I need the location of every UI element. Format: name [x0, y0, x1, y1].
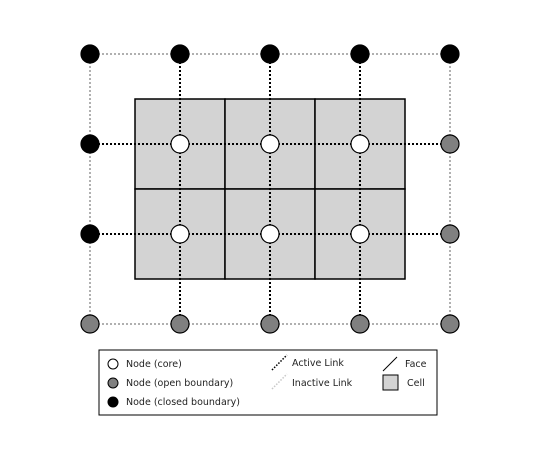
- legend-active-link-swatch: [271, 354, 288, 371]
- node-open: [80, 314, 100, 334]
- legend-active-link-label: Active Link: [292, 358, 344, 369]
- legend-core-node-swatch: [107, 358, 119, 370]
- node-closed: [80, 44, 100, 64]
- node-closed: [80, 134, 100, 154]
- nodes-layer: [80, 44, 460, 334]
- node-core: [260, 224, 280, 244]
- node-core: [170, 134, 190, 154]
- legend-box: [98, 349, 438, 416]
- legend-face-label: Face: [405, 359, 427, 370]
- legend: Node (core) Node (open boundary) Node (c…: [98, 349, 438, 416]
- node-core: [350, 134, 370, 154]
- legend-cell-label: Cell: [407, 378, 425, 389]
- node-core: [170, 224, 190, 244]
- node-closed: [440, 44, 460, 64]
- legend-face-swatch: [382, 356, 398, 372]
- node-closed: [170, 44, 190, 64]
- legend-core-node-label: Node (core): [126, 359, 182, 370]
- node-open: [440, 134, 460, 154]
- node-open: [260, 314, 280, 334]
- node-closed: [260, 44, 280, 64]
- legend-inactive-link-label: Inactive Link: [292, 378, 353, 389]
- legend-closed-node-swatch: [107, 396, 119, 408]
- links-layer: [89, 53, 451, 325]
- legend-inactive-link-swatch: [271, 373, 288, 390]
- legend-closed-node-label: Node (closed boundary): [126, 397, 240, 408]
- legend-open-node-label: Node (open boundary): [126, 378, 233, 389]
- node-core: [260, 134, 280, 154]
- node-open: [440, 224, 460, 244]
- node-open: [170, 314, 190, 334]
- node-closed: [350, 44, 370, 64]
- node-open: [440, 314, 460, 334]
- node-closed: [80, 224, 100, 244]
- node-open: [350, 314, 370, 334]
- legend-open-node-swatch: [107, 377, 119, 389]
- legend-cell-swatch: [382, 374, 399, 391]
- node-core: [350, 224, 370, 244]
